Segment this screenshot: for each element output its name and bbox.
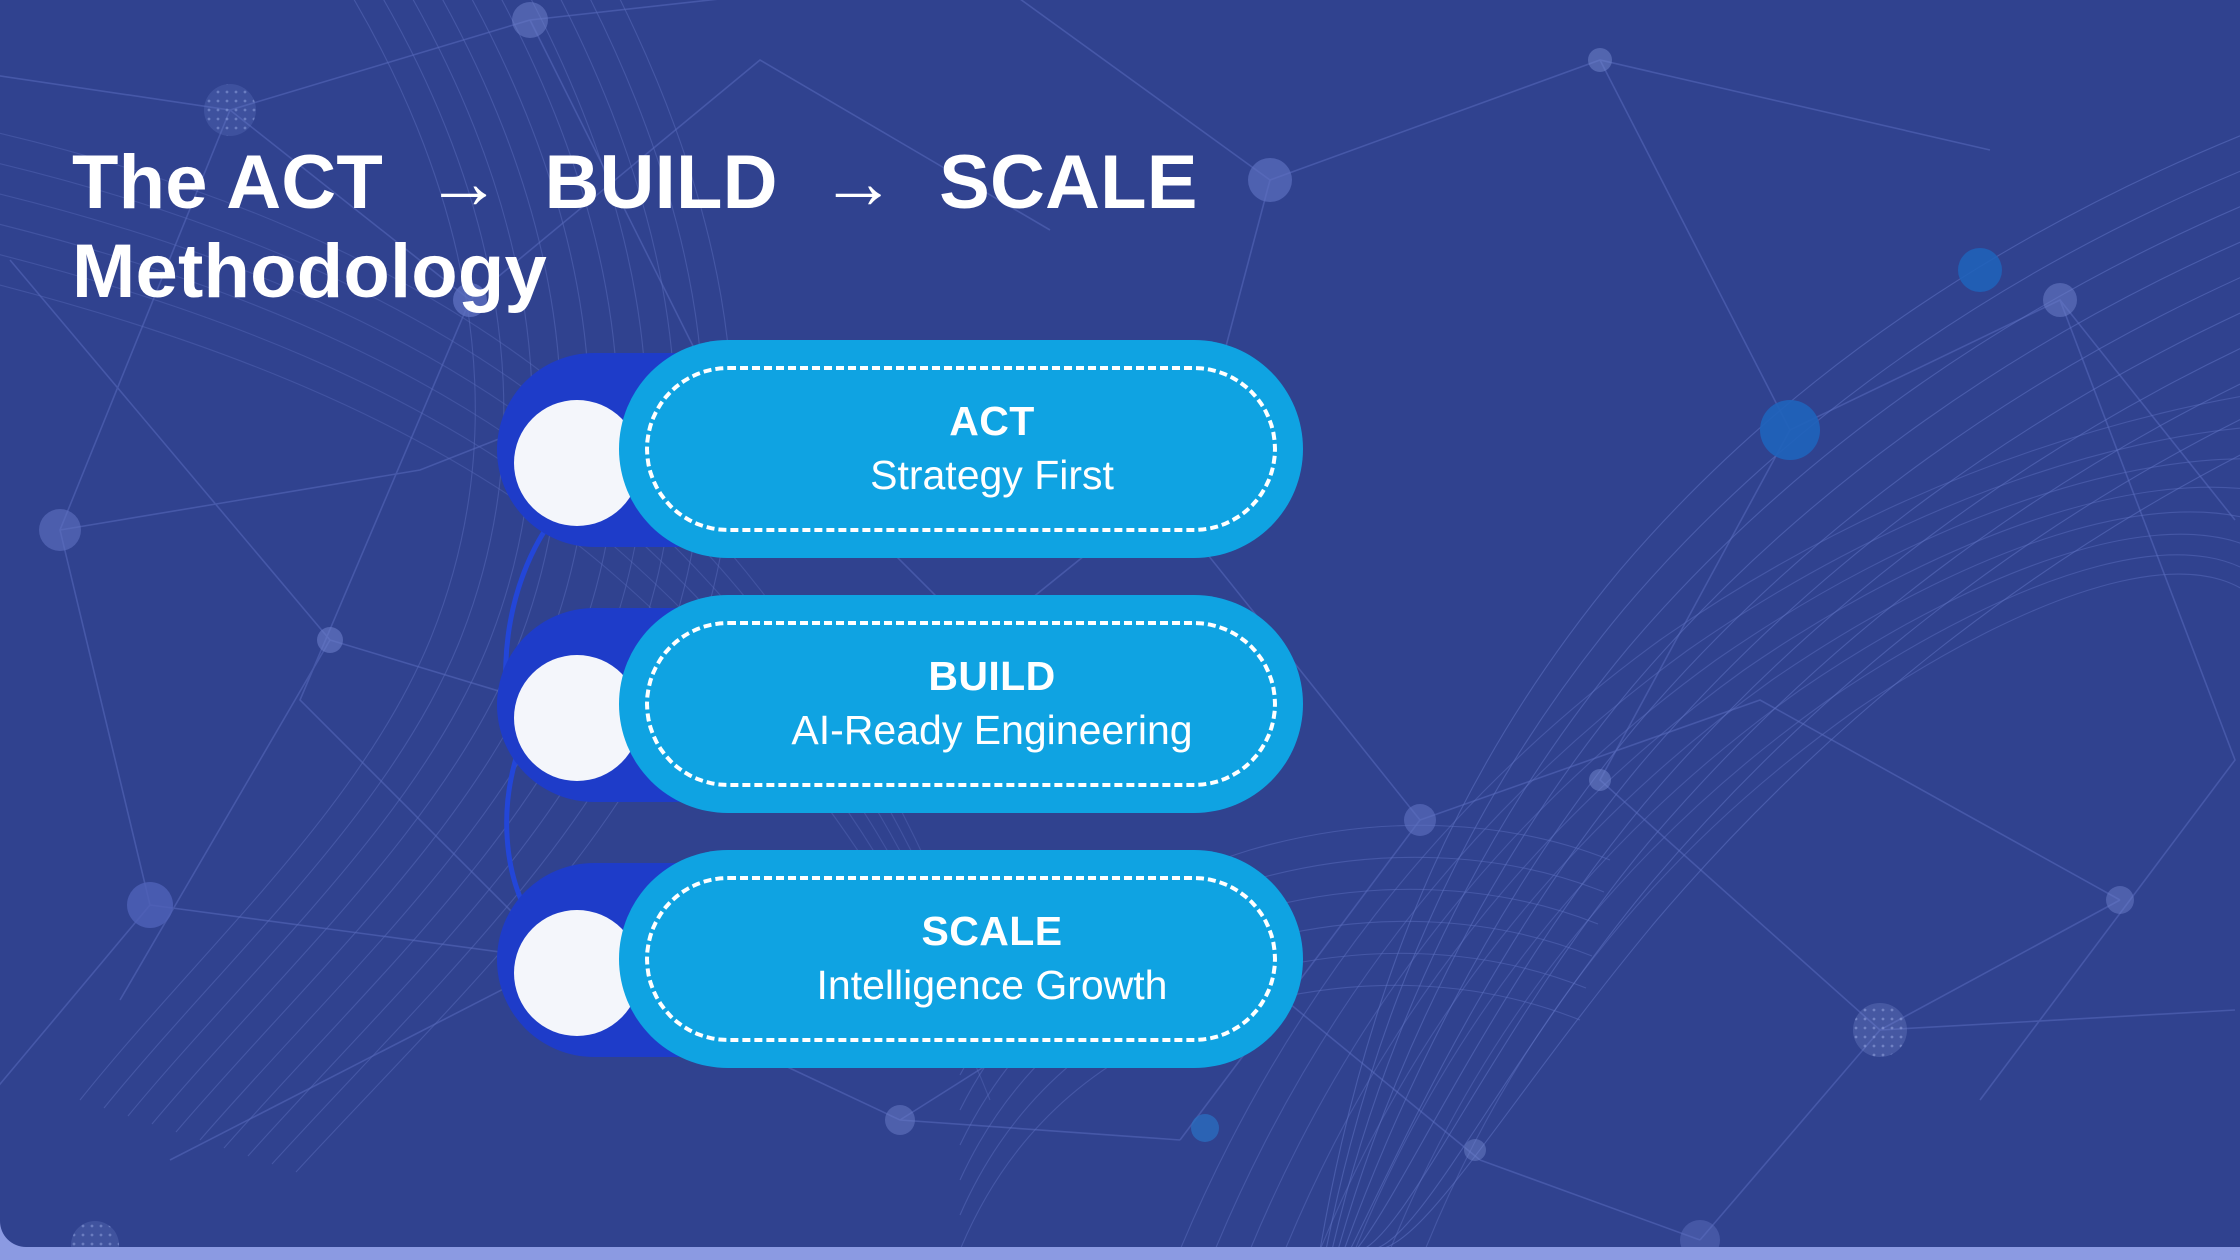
- step-scale[interactable]: SCALE Intelligence Growth: [495, 850, 1595, 1068]
- step-card-text: ACT Strategy First: [729, 340, 1255, 558]
- step-card-act[interactable]: ACT Strategy First: [619, 340, 1303, 558]
- page-title: The ACT → BUILD → SCALE Methodology: [72, 139, 1220, 314]
- step-subtitle: AI-Ready Engineering: [791, 706, 1193, 753]
- step-build[interactable]: BUILD AI-Ready Engineering: [495, 595, 1595, 813]
- methodology-diagram: ACT Strategy First BUILD AI-Ready Engine…: [495, 340, 1595, 1100]
- step-card-scale[interactable]: SCALE Intelligence Growth: [619, 850, 1303, 1068]
- step-act[interactable]: ACT Strategy First: [495, 340, 1595, 558]
- step-title: BUILD: [928, 653, 1056, 700]
- step-card-text: BUILD AI-Ready Engineering: [729, 595, 1255, 813]
- step-card-build[interactable]: BUILD AI-Ready Engineering: [619, 595, 1303, 813]
- step-subtitle: Strategy First: [870, 451, 1114, 498]
- page-bottom-strip: [0, 1247, 2240, 1260]
- step-title: ACT: [949, 398, 1035, 445]
- step-card-text: SCALE Intelligence Growth: [729, 850, 1255, 1068]
- step-subtitle: Intelligence Growth: [816, 961, 1168, 1008]
- step-title: SCALE: [921, 908, 1063, 955]
